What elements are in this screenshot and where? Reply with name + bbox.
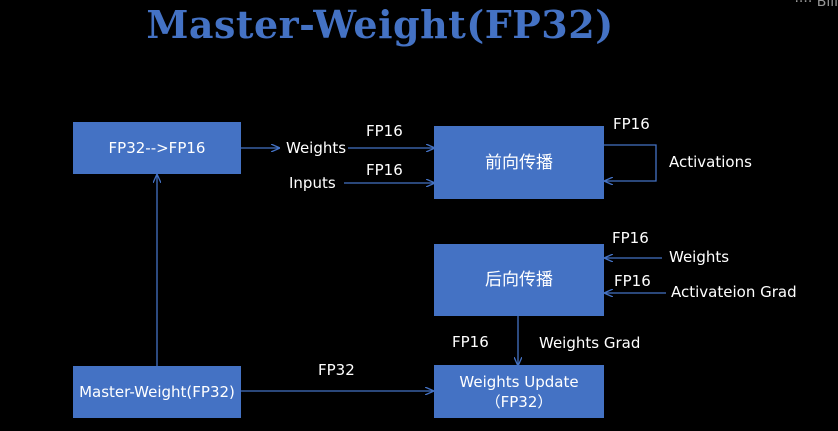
backward-pass-box: 后向传播	[434, 244, 604, 316]
master-weight-box: Master-Weight(FP32)	[73, 366, 241, 418]
label-fp16-weights: FP16	[366, 122, 403, 140]
convert-box: FP32-->FP16	[73, 122, 241, 174]
convert-box-label: FP32-->FP16	[108, 139, 206, 157]
arrow-activations-loop	[604, 144, 657, 181]
label-weights-in: Weights	[286, 139, 347, 157]
forward-pass-box: 前向传播	[434, 126, 604, 199]
label-activation-grad: Activateion Grad	[671, 283, 797, 301]
label-activations: Activations	[669, 153, 752, 171]
label-fp16-bw-grad: FP16	[614, 272, 651, 290]
label-bw-weights: Weights	[669, 248, 730, 266]
label-fp16-inputs: FP16	[366, 161, 403, 179]
label-fp32-master: FP32	[318, 361, 355, 379]
label-fp16-weights-grad: FP16	[452, 333, 489, 351]
weights-update-precision: （FP32）	[485, 392, 553, 411]
label-fp16-bw-weights: FP16	[612, 229, 649, 247]
weights-update-box: Weights Update （FP32）	[434, 365, 604, 418]
master-weight-label: Master-Weight(FP32)	[79, 383, 235, 401]
label-weights-grad: Weights Grad	[539, 334, 641, 352]
forward-pass-label: 前向传播	[485, 152, 553, 173]
slide-title: Master-Weight(FP32)	[146, 2, 614, 47]
label-fp16-activations: FP16	[613, 115, 650, 133]
backward-pass-label: 后向传播	[485, 270, 553, 290]
weights-update-label: Weights Update	[459, 372, 579, 391]
label-inputs-in: Inputs	[289, 174, 336, 192]
watermark-logo: ···· Bili	[794, 0, 838, 10]
